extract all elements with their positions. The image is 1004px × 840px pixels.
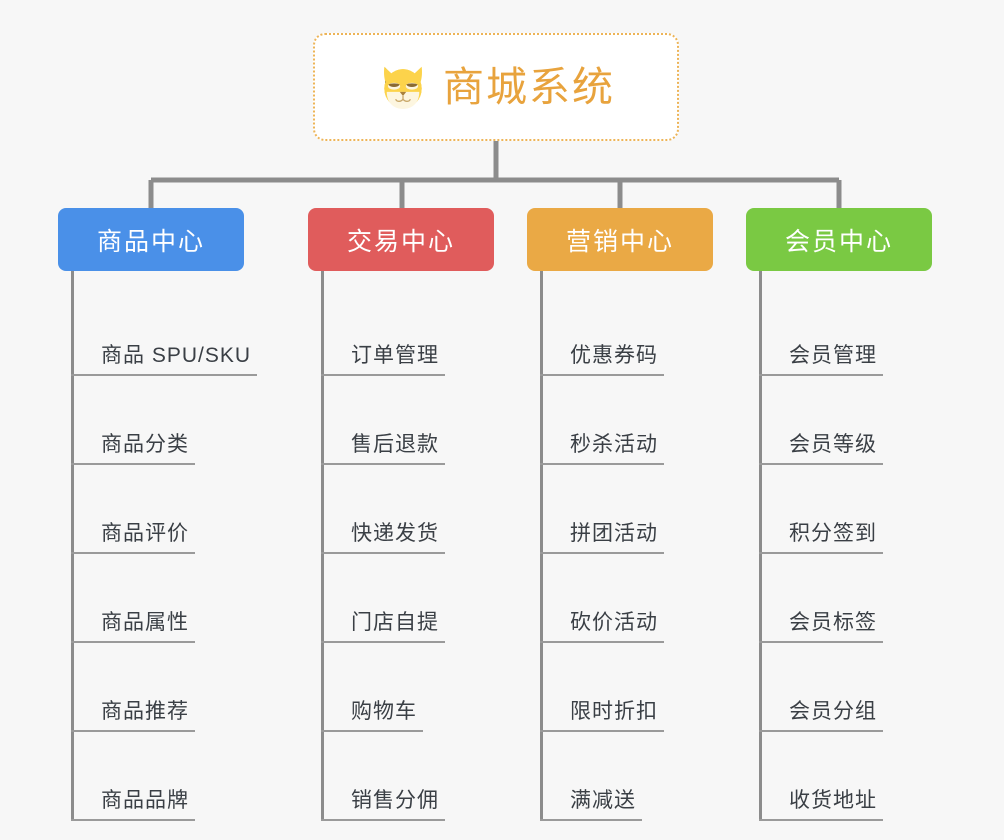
leaf-label: 砍价活动 — [540, 606, 664, 643]
list-item[interactable]: 快递发货 — [321, 465, 494, 554]
leaf-label: 会员管理 — [759, 339, 883, 376]
leaf-label: 收货地址 — [759, 784, 883, 821]
leaf-label: 拼团活动 — [540, 517, 664, 554]
leaf-label: 会员等级 — [759, 428, 883, 465]
branch-column-marketing: 营销中心 优惠券码 秒杀活动 拼团活动 砍价活动 限时折扣 满减送 — [527, 208, 713, 821]
branch-column-member: 会员中心 会员管理 会员等级 积分签到 会员标签 会员分组 收货地址 — [746, 208, 932, 821]
leaf-label: 积分签到 — [759, 517, 883, 554]
list-item[interactable]: 商品分类 — [71, 376, 244, 465]
root-node[interactable]: 商城系统 — [313, 33, 679, 141]
list-item[interactable]: 满减送 — [540, 732, 713, 821]
leaf-label: 商品推荐 — [71, 695, 195, 732]
list-item[interactable]: 订单管理 — [321, 287, 494, 376]
leaf-list-member: 会员管理 会员等级 积分签到 会员标签 会员分组 收货地址 — [759, 271, 932, 821]
leaf-label: 限时折扣 — [540, 695, 664, 732]
list-item[interactable]: 售后退款 — [321, 376, 494, 465]
list-item[interactable]: 商品品牌 — [71, 732, 244, 821]
category-header-label: 营销中心 — [565, 227, 674, 256]
leaf-label: 满减送 — [540, 784, 642, 821]
list-item[interactable]: 收货地址 — [759, 732, 932, 821]
list-item[interactable]: 商品属性 — [71, 554, 244, 643]
list-item[interactable]: 限时折扣 — [540, 643, 713, 732]
category-header-label: 商品中心 — [96, 227, 205, 256]
list-item[interactable]: 优惠券码 — [540, 287, 713, 376]
branch-column-trade: 交易中心 订单管理 售后退款 快递发货 门店自提 购物车 销售分佣 — [308, 208, 494, 821]
leaf-list-trade: 订单管理 售后退款 快递发货 门店自提 购物车 销售分佣 — [321, 271, 494, 821]
list-item[interactable]: 会员管理 — [759, 287, 932, 376]
list-item[interactable]: 拼团活动 — [540, 465, 713, 554]
leaf-label: 快递发货 — [321, 517, 445, 554]
leaf-label: 优惠券码 — [540, 339, 664, 376]
branch-column-product: 商品中心 商品 SPU/SKU 商品分类 商品评价 商品属性 商品推荐 商品品牌 — [58, 208, 258, 821]
list-item[interactable]: 商品评价 — [71, 465, 244, 554]
list-item[interactable]: 商品 SPU/SKU — [71, 287, 258, 376]
leaf-label: 秒杀活动 — [540, 428, 664, 465]
leaf-label: 会员分组 — [759, 695, 883, 732]
category-header-marketing[interactable]: 营销中心 — [527, 208, 713, 271]
list-item[interactable]: 砍价活动 — [540, 554, 713, 643]
leaf-label: 购物车 — [321, 695, 423, 732]
category-header-member[interactable]: 会员中心 — [746, 208, 932, 271]
list-item[interactable]: 积分签到 — [759, 465, 932, 554]
category-header-label: 交易中心 — [346, 227, 455, 256]
list-item[interactable]: 秒杀活动 — [540, 376, 713, 465]
leaf-label: 商品分类 — [71, 428, 195, 465]
list-item[interactable]: 会员分组 — [759, 643, 932, 732]
category-header-product[interactable]: 商品中心 — [58, 208, 244, 271]
root-title: 商城系统 — [443, 63, 615, 110]
category-header-label: 会员中心 — [784, 227, 893, 256]
list-item[interactable]: 商品推荐 — [71, 643, 244, 732]
leaf-label: 商品品牌 — [71, 784, 195, 821]
leaf-label: 商品 SPU/SKU — [71, 339, 258, 376]
leaf-list-marketing: 优惠券码 秒杀活动 拼团活动 砍价活动 限时折扣 满减送 — [540, 271, 713, 821]
leaf-list-product: 商品 SPU/SKU 商品分类 商品评价 商品属性 商品推荐 商品品牌 — [71, 271, 258, 821]
leaf-label: 商品评价 — [71, 517, 195, 554]
leaf-label: 商品属性 — [71, 606, 195, 643]
list-item[interactable]: 会员标签 — [759, 554, 932, 643]
list-item[interactable]: 门店自提 — [321, 554, 494, 643]
leaf-label: 会员标签 — [759, 606, 883, 643]
list-item[interactable]: 会员等级 — [759, 376, 932, 465]
leaf-label: 订单管理 — [321, 339, 445, 376]
leaf-label: 售后退款 — [321, 428, 445, 465]
leaf-label: 销售分佣 — [321, 784, 445, 821]
list-item[interactable]: 销售分佣 — [321, 732, 494, 821]
category-header-trade[interactable]: 交易中心 — [308, 208, 494, 271]
shiba-dog-emoji — [384, 66, 422, 109]
leaf-label: 门店自提 — [321, 606, 445, 643]
list-item[interactable]: 购物车 — [321, 643, 494, 732]
